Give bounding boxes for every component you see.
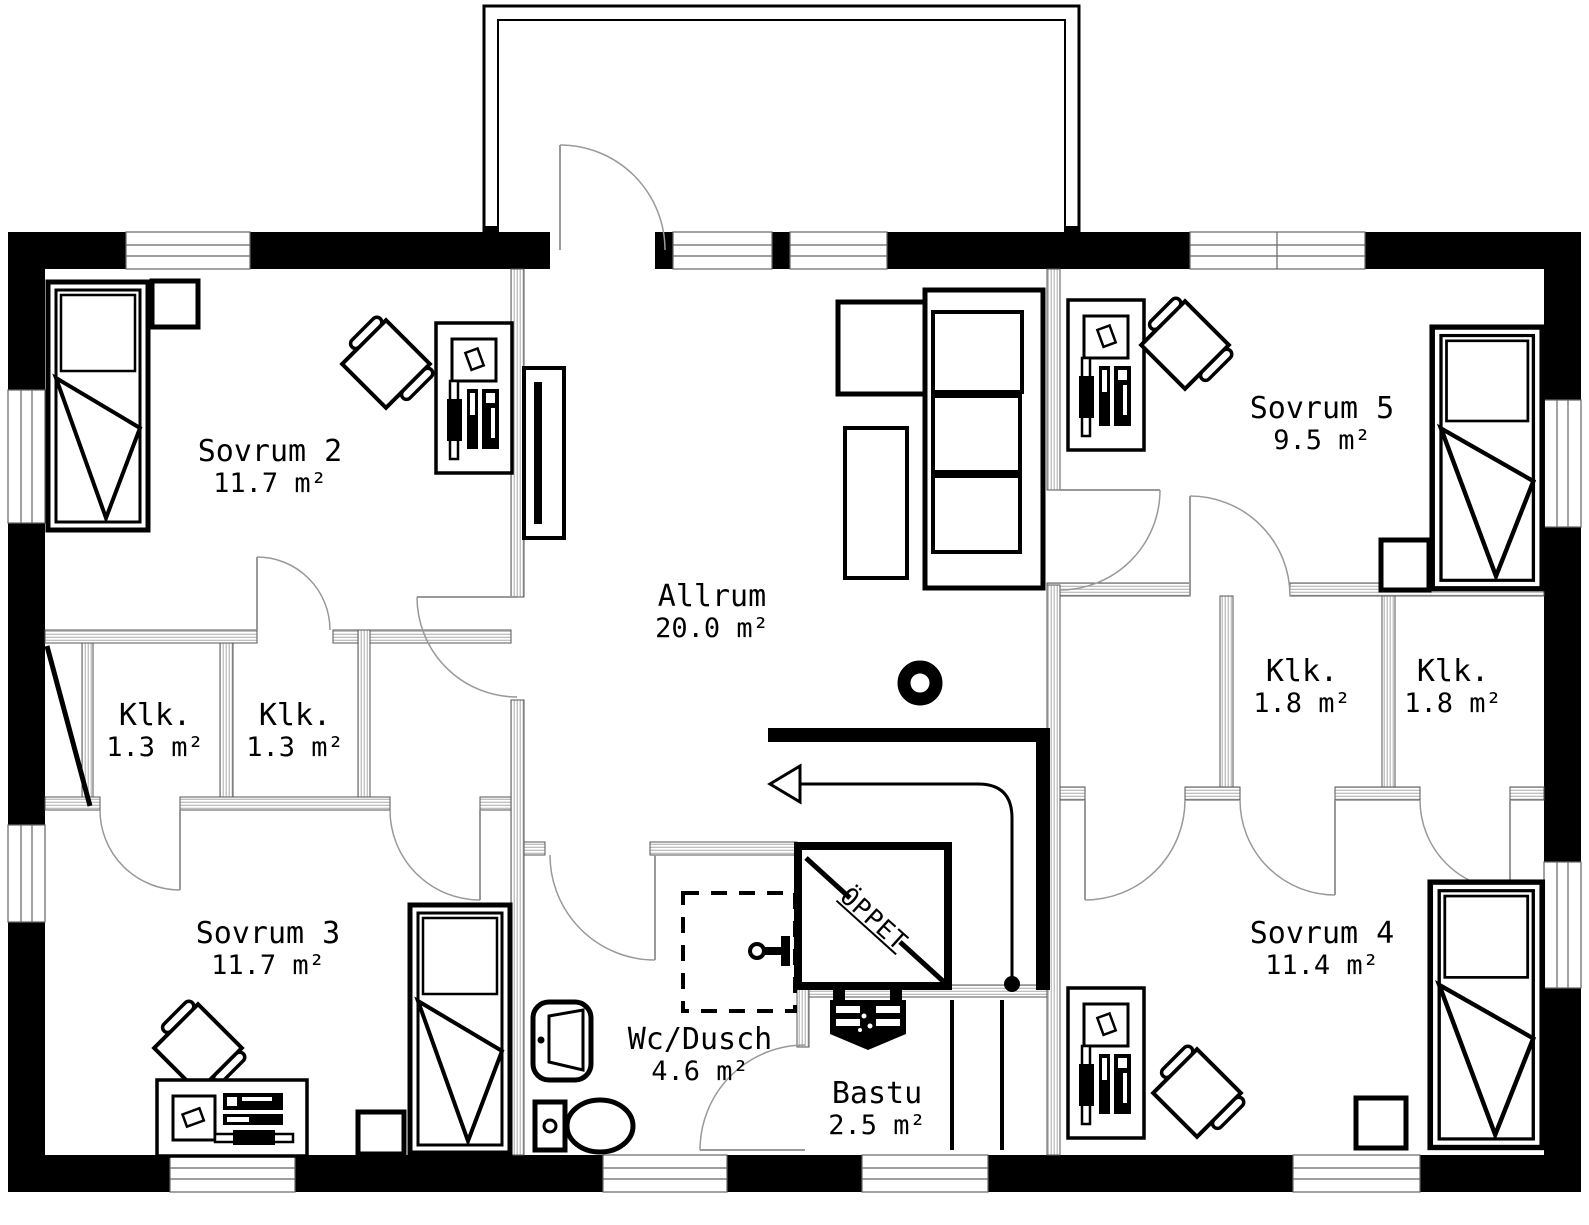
door-arc-icon xyxy=(256,556,331,631)
room-name: Wc/Dusch xyxy=(627,1022,773,1058)
room-name: Bastu xyxy=(831,1076,923,1112)
desk-icon xyxy=(1066,986,1146,1140)
nightstand-icon xyxy=(1378,537,1432,593)
room-area: 9.5 m² xyxy=(1273,424,1371,456)
window-icon xyxy=(7,824,46,923)
coffee-table-icon xyxy=(843,426,909,580)
door-arc-icon xyxy=(1419,799,1511,891)
room-area: 11.4 m² xyxy=(1265,949,1379,981)
bed-icon xyxy=(410,905,510,1153)
chair-icon xyxy=(335,313,437,415)
desk-icon xyxy=(434,321,514,475)
exterior-walls xyxy=(8,232,1581,1192)
room-label-klk-3: Klk. 1.8 m² xyxy=(1253,655,1351,719)
door-arc-icon xyxy=(99,809,181,891)
door-arc-icon xyxy=(559,144,666,251)
window-icon xyxy=(861,1154,989,1193)
window-icon xyxy=(672,231,773,270)
room-label-klk-4: Klk. 1.8 m² xyxy=(1404,655,1502,719)
room-label-klk-2: Klk. 1.3 m² xyxy=(246,699,344,763)
room-label-allrum: Allrum 20.0 m² xyxy=(655,580,769,644)
window-icon xyxy=(125,231,251,270)
room-name: Klk. xyxy=(118,698,192,734)
door-arc-icon xyxy=(1239,799,1336,896)
stairs-icon xyxy=(767,728,1050,992)
sink-icon xyxy=(530,999,594,1083)
window-icon xyxy=(602,1154,728,1193)
wardrobe-icon xyxy=(522,366,566,540)
door-arc-icon xyxy=(699,1044,806,1151)
chair-icon xyxy=(1134,294,1236,396)
sauna-bench-icon xyxy=(950,1000,1004,1150)
door-arc-icon xyxy=(1084,799,1186,901)
balcony xyxy=(482,4,1081,237)
room-label-bastu: Bastu 2.5 m² xyxy=(828,1077,926,1141)
room-area: 20.0 m² xyxy=(655,612,769,644)
door-arc-icon xyxy=(1059,489,1161,591)
room-label-sovrum-5: Sovrum 5 9.5 m² xyxy=(1250,392,1395,456)
room-area: 2.5 m² xyxy=(828,1109,926,1141)
bed-icon xyxy=(1430,882,1542,1147)
room-name: Sovrum 5 xyxy=(1249,391,1395,427)
room-label-sovrum-2: Sovrum 2 11.7 m² xyxy=(198,435,343,499)
window-icon xyxy=(789,231,888,270)
shaft-diagonal xyxy=(44,645,93,807)
bed-icon xyxy=(1432,327,1542,589)
window-icon xyxy=(169,1154,296,1193)
sofa-icon xyxy=(835,287,1046,591)
room-name: Klk. xyxy=(1265,654,1339,690)
room-area: 4.6 m² xyxy=(651,1055,749,1087)
nightstand-icon xyxy=(355,1109,407,1157)
room-name: Sovrum 3 xyxy=(195,916,341,952)
desk-icon xyxy=(155,1078,309,1158)
room-area: 11.7 m² xyxy=(213,467,327,499)
interior-walls xyxy=(44,268,1545,1156)
window-icon xyxy=(1543,399,1582,528)
room-label-sovrum-4: Sovrum 4 11.4 m² xyxy=(1250,917,1395,981)
window-icon xyxy=(1292,1154,1421,1193)
room-name: Sovrum 4 xyxy=(1249,916,1395,952)
room-area: 11.7 m² xyxy=(211,949,325,981)
door-arc-icon xyxy=(549,854,656,961)
window-icon xyxy=(7,389,46,524)
window-icon xyxy=(1543,861,1582,989)
nightstand-icon xyxy=(1353,1095,1409,1151)
sauna-heater-icon xyxy=(830,988,906,1050)
room-name: Klk. xyxy=(1416,654,1490,690)
room-label-klk-1: Klk. 1.3 m² xyxy=(106,699,204,763)
nightstand-icon xyxy=(149,278,201,330)
bed-icon xyxy=(48,282,148,530)
room-area: 1.8 m² xyxy=(1253,687,1351,719)
room-name: Sovrum 2 xyxy=(197,434,343,470)
room-area: 1.3 m² xyxy=(106,731,204,763)
door-arc-icon xyxy=(1189,495,1291,597)
room-area: 1.8 m² xyxy=(1404,687,1502,719)
toilet-icon xyxy=(532,1097,636,1155)
window-icon xyxy=(1189,231,1366,270)
desk-icon xyxy=(1066,298,1146,452)
room-name: Klk. xyxy=(258,698,332,734)
door-arc-icon xyxy=(416,596,518,698)
room-area: 1.3 m² xyxy=(246,731,344,763)
chair-icon xyxy=(1146,1042,1248,1144)
room-label-sovrum-3: Sovrum 3 11.7 m² xyxy=(196,917,341,981)
door-arc-icon xyxy=(389,809,481,901)
room-label-wc-dusch: Wc/Dusch 4.6 m² xyxy=(628,1023,773,1087)
room-name: Allrum xyxy=(657,579,767,615)
windows xyxy=(7,231,1582,1193)
shower-icon xyxy=(681,891,797,1013)
chimney-icon xyxy=(897,660,943,706)
